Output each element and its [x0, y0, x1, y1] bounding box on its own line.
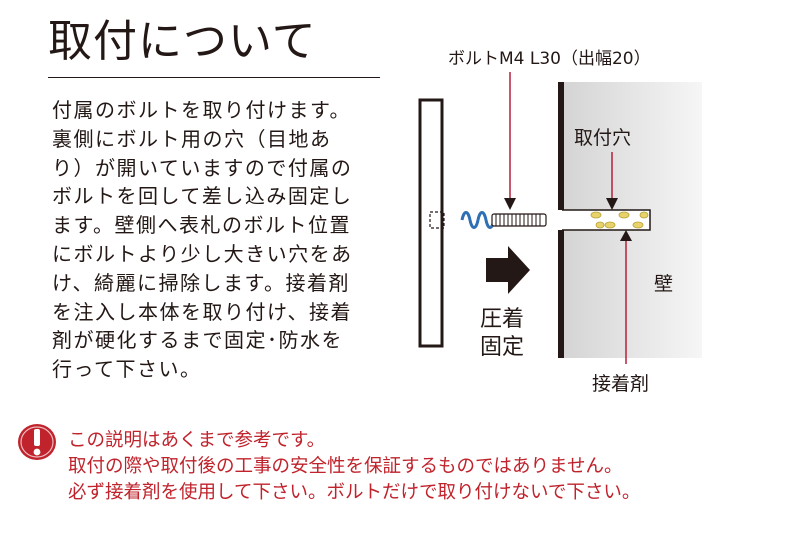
caution-line: 必ず接着剤を使用して下さい。ボルトだけで取り付けないで下さい。	[68, 482, 641, 503]
title-underline	[48, 77, 380, 78]
press-label-line2: 固定	[480, 335, 524, 360]
instruction-line: 剤が硬化するまで固定･防水を	[52, 328, 343, 353]
caution-line: この説明はあくまで参考です。	[68, 430, 326, 451]
page-title: 取付について	[48, 16, 317, 67]
instruction-line: り）が開いていますので付属の	[52, 155, 353, 180]
exclamation-icon	[18, 424, 56, 460]
nameplate-panel	[418, 98, 444, 348]
wall-face-lower	[558, 230, 564, 358]
instruction-text: 付属のボルトを取り付けます。 裏側にボルト用の穴（目地あ り）が開いていますので…	[52, 96, 392, 384]
bolt-spring	[460, 211, 496, 229]
wall-face-upper	[558, 82, 564, 210]
adhesive-fill	[590, 211, 649, 229]
hole-leader-arrow	[606, 198, 618, 210]
bolt-thread	[491, 213, 547, 227]
hole-label: 取付穴	[574, 127, 631, 149]
press-arrow-icon	[486, 246, 530, 294]
wall-label: 壁	[654, 273, 673, 295]
adhesive-label: 接着剤	[592, 373, 649, 395]
panel-bolt-hole	[429, 211, 445, 229]
instruction-line: を注入し本体を取り付け、接着	[52, 299, 352, 324]
instruction-line: 裏側にボルト用の穴（目地あ	[52, 126, 332, 151]
caution-line: 取付の際や取付後の工事の安全性を保証するものではありません。	[68, 456, 623, 477]
instruction-line: ボルトを回して差し込み固定し	[52, 184, 353, 209]
instruction-line: にボルトより少し大きい穴をあ	[52, 241, 353, 266]
instruction-line: 付属のボルトを取り付けます。	[52, 98, 351, 122]
press-label-line1: 圧着	[480, 307, 524, 332]
instruction-line: ます。壁側へ表札のボルト位置	[52, 213, 351, 238]
adhesive-leader-arrow	[620, 230, 632, 241]
bolt-leader-arrow	[504, 198, 516, 210]
bolt-label: ボルトM4 L30（出幅20）	[448, 49, 651, 69]
instruction-line: 行って下さい。	[52, 357, 202, 382]
instruction-line: け、綺麗に掃除します。接着剤	[52, 270, 350, 295]
caution-text: この説明はあくまで参考です。 取付の際や取付後の工事の安全性を保証するものではあ…	[68, 428, 640, 506]
